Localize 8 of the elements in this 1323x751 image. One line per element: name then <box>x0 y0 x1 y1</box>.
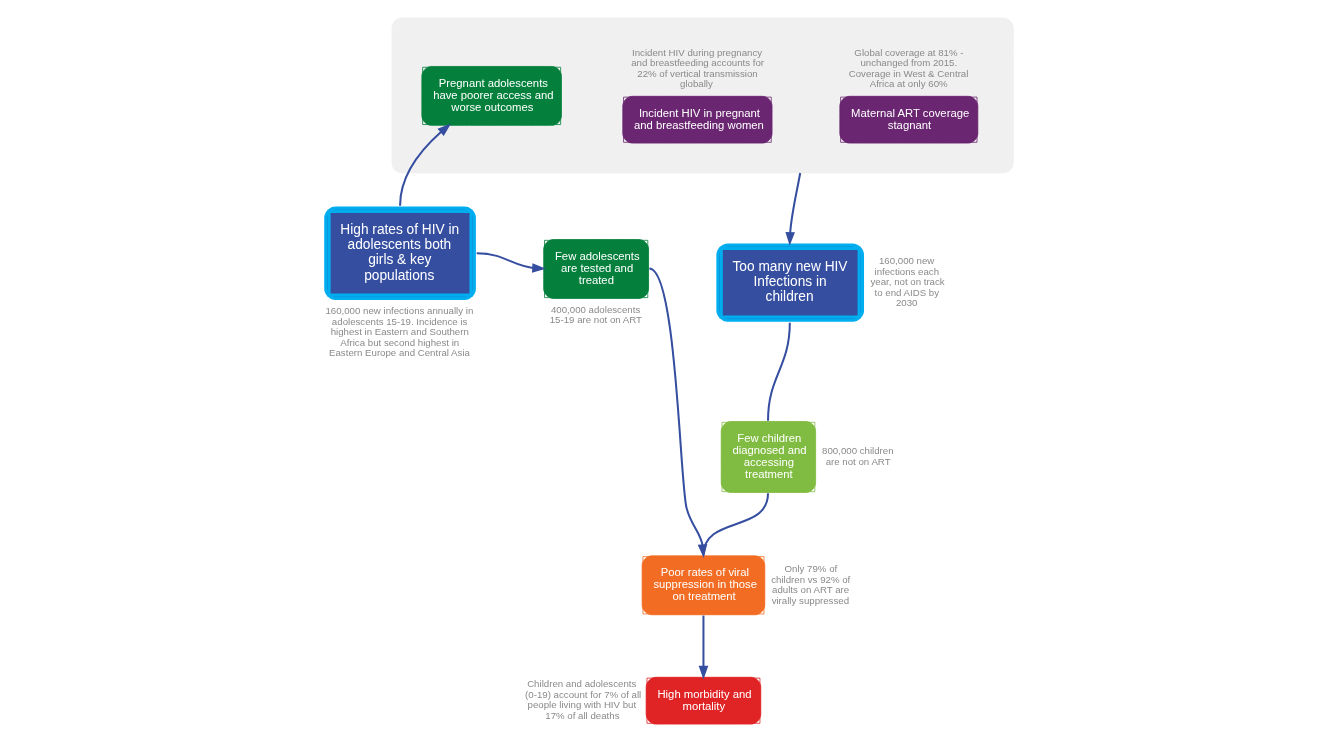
node-label: Children and adolescents (0-19) account for 7% of all people living with HIV but 17% of all deaths <box>525 678 642 721</box>
node-label: 160,000 new infections annually in adolescents 15-19. Incidence is highest in Eastern and Southern Africa but second highest in Eastern Europe and Central Asia <box>325 305 474 359</box>
node-label: Only 79% of children vs 92% of adults on ART are virally suppressed <box>771 563 851 606</box>
node-label: Incident HIV during pregnancy and breastfeeding accounts for 22% of vertical transmission globally <box>631 46 765 90</box>
node-label: 160,000 new infections each year, not on track to end AIDS by 2030 <box>870 255 945 309</box>
node-label: 400,000 adolescents 15-19 are not on ART <box>549 303 643 326</box>
node-label: Global coverage at 81% - unchanged from 2015. Coverage in West & Central Africa at only 60% <box>848 46 969 90</box>
node-label: 800,000 children are not on ART <box>822 445 894 467</box>
